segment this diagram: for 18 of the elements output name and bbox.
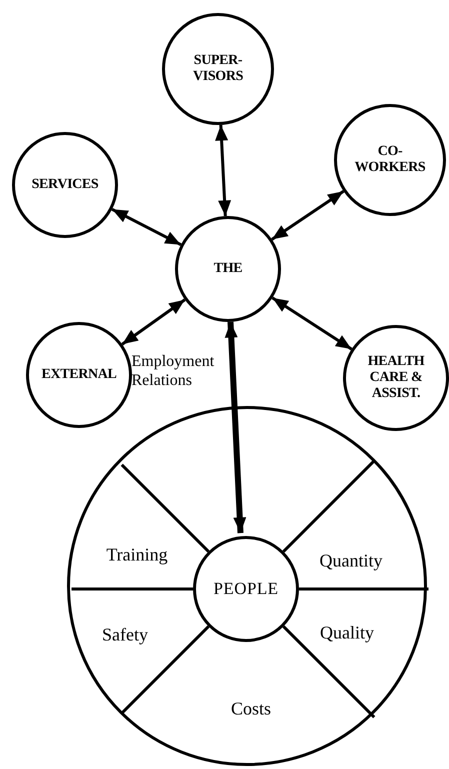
sector-label: Quantity [320,550,382,572]
double-arrow [224,322,246,534]
double-arrow [215,124,232,216]
node-label: CO- WORKERS [354,144,426,176]
sector-label: Quality [320,622,374,644]
sector-label: Safety [102,624,148,646]
sector-label: Training [106,544,168,566]
node-label: SERVICES [32,176,98,194]
node-label: SUPER- VISORS [192,52,244,86]
double-arrow [121,298,186,346]
node-label: PEOPLE [214,580,278,598]
sector-label: Costs [230,698,272,720]
double-arrow [272,296,352,350]
node-label: THE [214,260,242,278]
double-arrow [271,190,344,241]
node-label: HEALTH CARE & ASSIST. [366,354,426,402]
double-arrow [111,208,182,246]
node-label: EXTERNAL [42,366,116,384]
